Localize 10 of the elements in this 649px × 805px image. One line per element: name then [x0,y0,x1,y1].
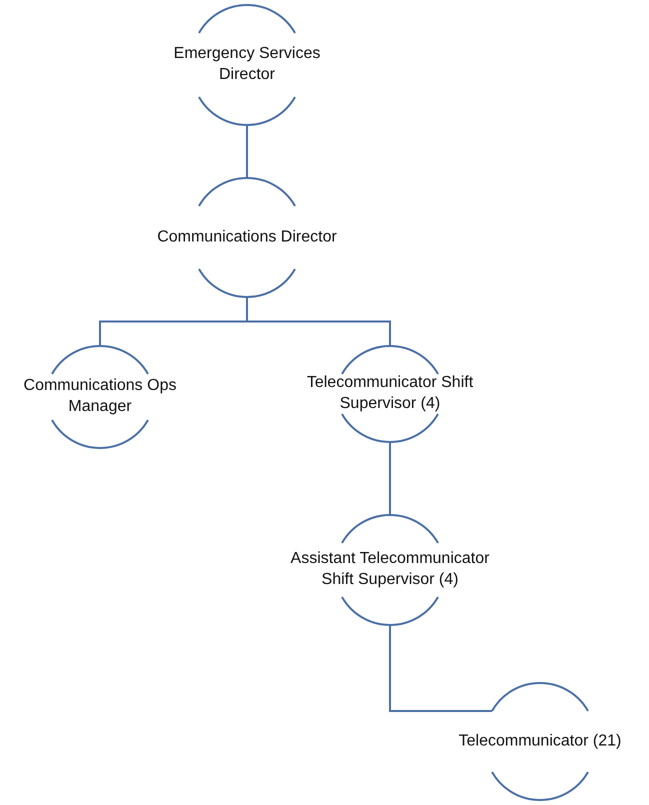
role-label: Assistant Telecommunicator Shift Supervisor (4) [290,549,490,590]
connector-line [389,442,391,515]
connector-line [246,125,248,178]
role-label: Emergency Services Director [172,44,322,85]
role-label: Communications Director [156,227,338,248]
connector-line [246,297,391,346]
role-label: Communications Ops Manager [22,376,178,417]
role-label: Telecommunicator Shift Supervisor (4) [306,373,474,414]
connector-line [389,625,492,712]
role-label: Telecommunicator (21) [458,731,622,752]
